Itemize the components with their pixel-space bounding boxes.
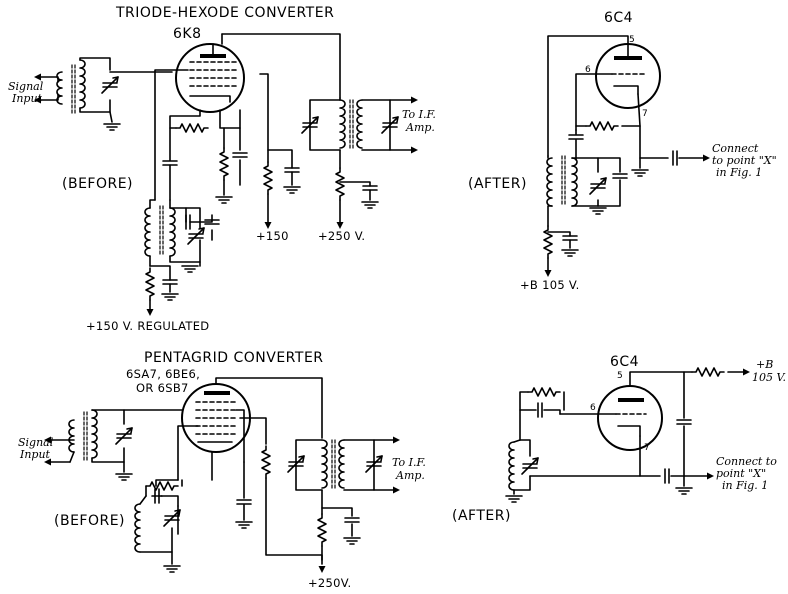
signal-input-label-3a: Signal [18,436,54,449]
signal-input-label-1b: Input [11,92,43,105]
pin-cathode-top: 7 [642,109,648,119]
diagram-pentagrid-before: PENTAGRID CONVERTER 6SA7, 6BE6, OR 6SB7 … [18,350,426,590]
tube-label-6c4-bottom: 6C4 [610,354,639,370]
if-coil-primary-1 [339,99,346,149]
if-coil-secondary-1 [356,99,363,149]
tube-types-a: 6SA7, 6BE6, [126,367,200,381]
connect-label-2b: to point "X" [712,154,777,167]
pin-plate-bottom: 5 [617,371,623,381]
supply-label-2: +B 105 V. [520,278,580,292]
input-coil-secondary-1 [79,59,86,109]
connect-label-4c: in Fig. 1 [722,479,768,492]
signal-input-label-3b: Input [19,448,51,461]
connect-label-4b: point "X" [716,467,766,480]
input-tuning-capacitor-1 [101,76,119,94]
supply-label-4a: +B [756,358,773,371]
state-after-2: (AFTER) [468,176,527,192]
osc-coil-3 [134,503,141,553]
title-pentagrid: PENTAGRID CONVERTER [144,350,324,366]
input-tuning-capacitor-3 [115,427,133,445]
connect-label-2a: Connect [712,142,759,155]
connect-label-2c: in Fig. 1 [716,166,762,179]
supply-250-label-1: +250 V. [318,229,365,243]
diagram-6c4-after-top: 6C4 (AFTER) Connect to point "X" in Fig.… [468,10,777,292]
supply-250-label-3: +250V. [308,576,351,590]
signal-input-label-1a: Signal [8,80,44,93]
supply-regulated-label: +150 V. REGULATED [86,319,209,333]
osc-tuning-capacitor-1 [187,227,205,245]
if-out-label-1a: To I.F. [402,108,436,121]
supply-label-4b: 105 V. [752,371,786,384]
if-out-label-3b: Amp. [395,469,425,482]
tube-6c4-bottom [597,385,663,451]
tube-types-b: OR 6SB7 [136,381,189,395]
osc-coil-4 [508,441,515,491]
input-coil-primary-1 [56,71,63,105]
state-after-4: (AFTER) [452,508,511,524]
if-out-label-3a: To I.F. [392,456,426,469]
input-coil-primary-3 [68,419,75,453]
if-coil-secondary-3 [338,439,345,489]
tube-label-6k8: 6K8 [173,26,202,42]
connect-label-4a: Connect to [716,455,777,468]
state-before-1: (BEFORE) [62,176,133,192]
pin-cathode-bottom: 7 [644,443,650,453]
osc-tuning-capacitor-4 [521,457,539,475]
diagram-triode-hexode-before: TRIODE-HEXODE CONVERTER 6K8 (BEFORE) Sig… [8,5,436,333]
title-triode-hexode: TRIODE-HEXODE CONVERTER [115,5,334,21]
state-before-3: (BEFORE) [54,513,125,529]
pin-plate-top: 5 [629,35,635,45]
supply-150-label: +150 [256,229,289,243]
osc-coil-1 [144,207,151,257]
input-coil-secondary-3 [91,409,98,459]
osc-coil-2 [546,157,553,207]
if-coil-primary-3 [321,439,328,489]
tube-6k8 [175,43,245,113]
osc-tuning-capacitor-2 [589,177,607,195]
pin-grid-top: 6 [585,65,591,75]
osc-coil-1-secondary [169,207,176,257]
if-out-label-1b: Amp. [405,121,435,134]
osc-coil-2-secondary [571,157,578,207]
diagram-6c4-after-bottom: 6C4 (AFTER) Connect to point "X" in Fig.… [452,354,786,524]
tube-label-6c4-top: 6C4 [604,10,633,26]
pin-grid-bottom: 6 [590,403,596,413]
